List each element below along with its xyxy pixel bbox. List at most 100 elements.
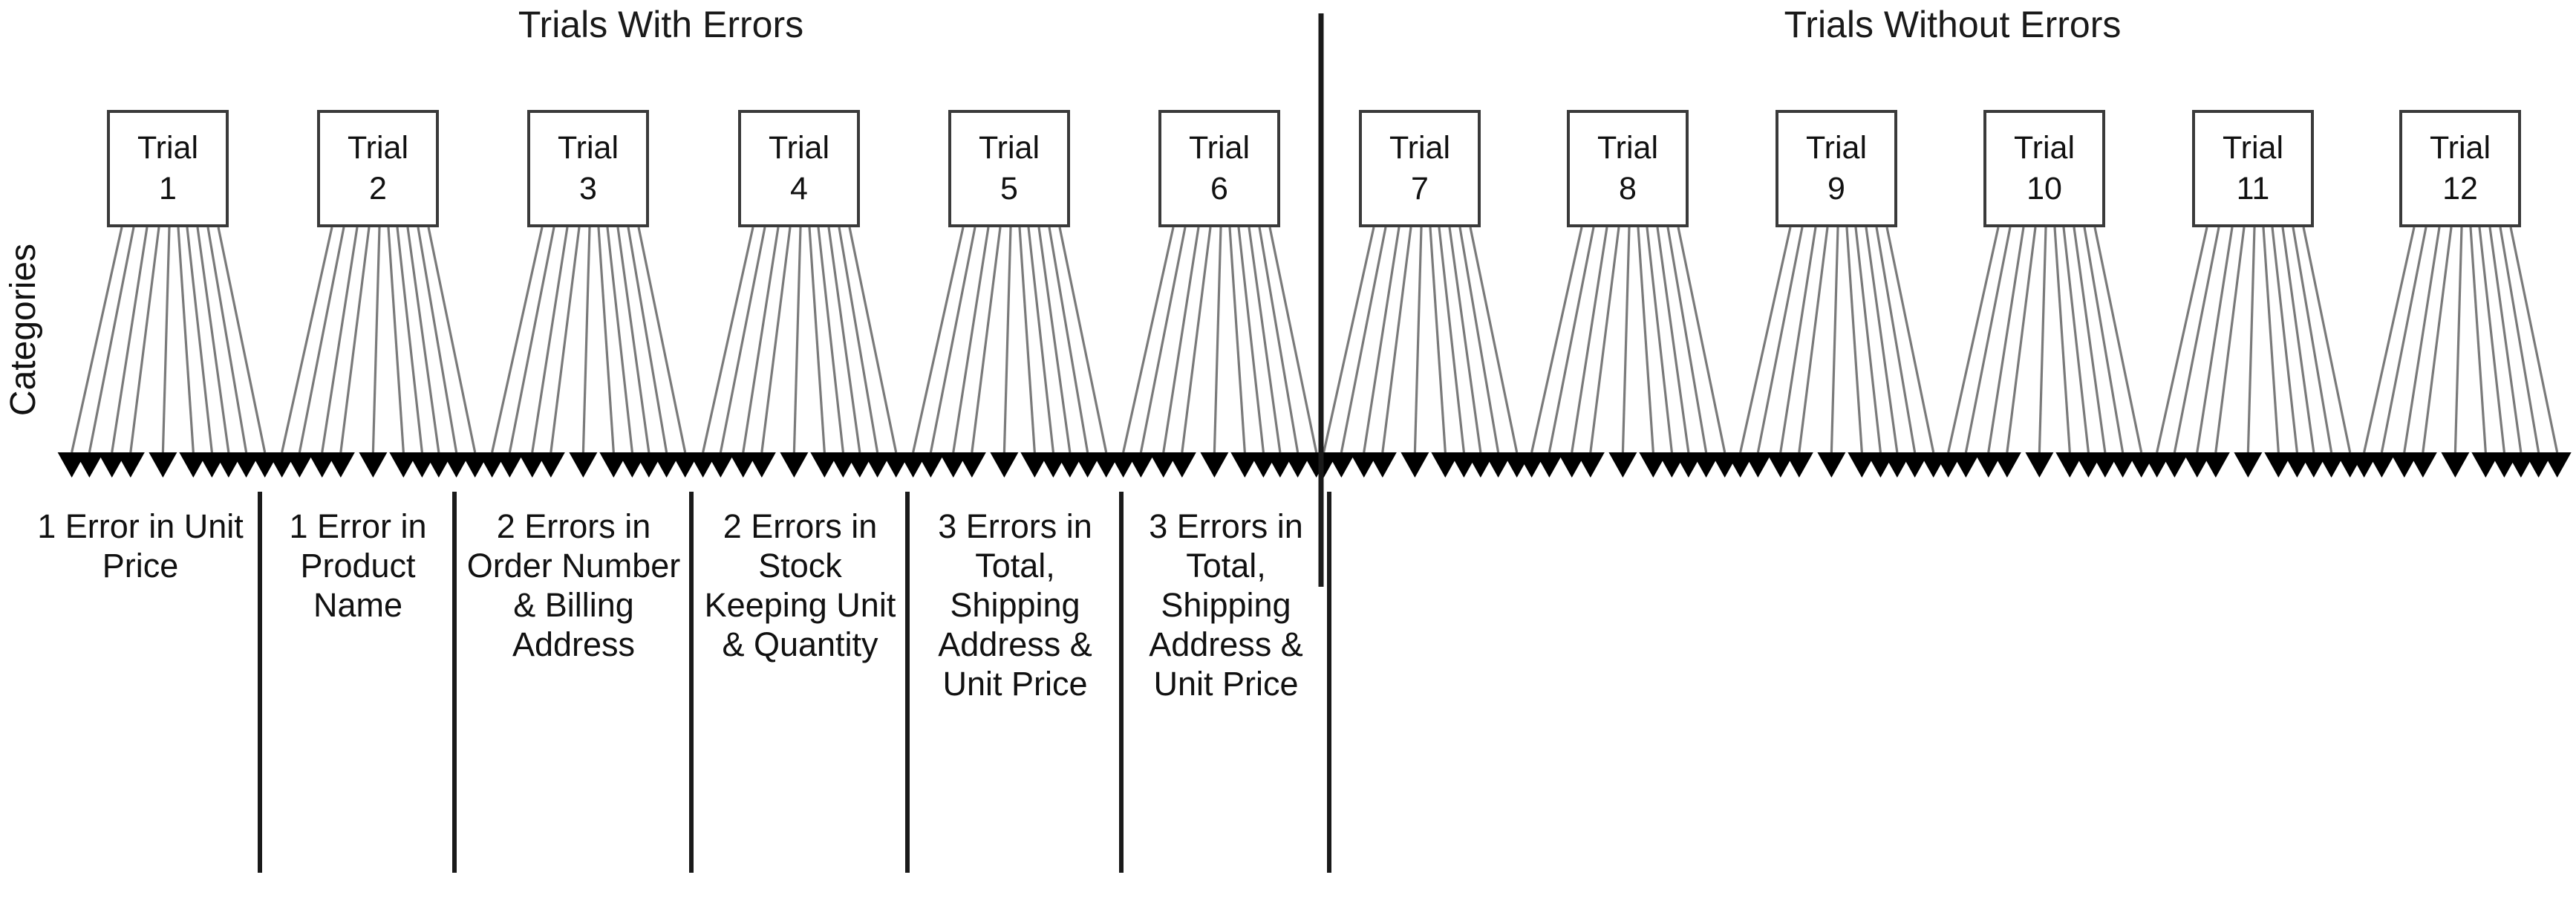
trial-box-number: 9 xyxy=(1827,171,1845,206)
arrowhead-icon xyxy=(652,452,681,478)
arrowhead-icon xyxy=(1149,452,1178,478)
arrowhead-icon xyxy=(179,452,208,478)
connector-line xyxy=(1048,227,1089,453)
trial-box-word: Trial xyxy=(557,129,619,166)
connector-line xyxy=(1548,227,1595,453)
connector-line xyxy=(2469,227,2487,453)
connector-line xyxy=(817,227,844,453)
arrowhead-icon xyxy=(1431,452,1460,478)
connector-line xyxy=(2302,227,2352,453)
connector-line xyxy=(1739,227,1792,453)
arrowhead-icon xyxy=(495,452,524,478)
connector-line xyxy=(2083,227,2125,453)
connector-line xyxy=(406,227,440,453)
connector-line xyxy=(2246,227,2256,453)
arrowhead-icon xyxy=(1951,452,1980,478)
arrowhead-icon xyxy=(75,452,104,478)
connector-line xyxy=(2196,227,2234,453)
connector-line xyxy=(1756,227,1804,453)
connector-line xyxy=(2488,227,2523,453)
trial-box-number: 5 xyxy=(1000,171,1018,206)
trial-box-number: 2 xyxy=(369,171,387,206)
arrowhead-icon xyxy=(1992,452,2021,478)
category-label-trial-5: 3 Errors in Total, Shipping Address & Un… xyxy=(938,507,1092,703)
connector-line xyxy=(2271,227,2298,453)
connector-line xyxy=(1947,227,2000,453)
trial-box-word: Trial xyxy=(978,129,1040,166)
arrowhead-icon xyxy=(536,452,565,478)
connector-line xyxy=(1429,227,1447,453)
connector-line xyxy=(2006,227,2037,453)
connector-line xyxy=(616,227,650,453)
connector-line xyxy=(1139,227,1187,453)
arrowhead-icon xyxy=(2367,452,2396,478)
arrowhead-icon xyxy=(1517,452,1546,478)
connector-line xyxy=(952,227,990,453)
arrowhead-icon xyxy=(116,452,145,478)
connector-line xyxy=(742,227,780,453)
connector-line xyxy=(2453,227,2463,453)
connector-lines xyxy=(71,227,2559,453)
connector-line xyxy=(196,227,230,453)
arrowhead-icon xyxy=(232,452,261,478)
trial-box-5[interactable]: Trial 5 xyxy=(948,110,1070,227)
connector-line xyxy=(1268,227,1318,453)
connector-line xyxy=(2093,227,2143,453)
arrowhead-icon xyxy=(2055,452,2084,478)
connector-line xyxy=(427,227,477,453)
arrowhead-icon xyxy=(1020,452,1049,478)
connector-line xyxy=(1677,227,1726,453)
connector-line xyxy=(1228,227,1246,453)
connector-line xyxy=(396,227,423,453)
connector-line xyxy=(827,227,861,453)
connector-line xyxy=(2173,227,2220,453)
arrowhead-icon xyxy=(1934,452,1963,478)
connector-line xyxy=(1637,227,1654,453)
arrowhead-icon xyxy=(2524,452,2553,478)
connector-line xyxy=(2038,227,2047,453)
divider-lines xyxy=(258,13,1331,873)
connector-line xyxy=(1438,227,1465,453)
arrowhead-icon xyxy=(2390,452,2419,478)
connector-line xyxy=(2478,227,2505,453)
arrowhead-icon xyxy=(1230,452,1259,478)
arrowhead-icon xyxy=(1817,452,1846,478)
arrowhead-icon xyxy=(2090,452,2119,478)
arrowhead-icon xyxy=(634,452,663,478)
trial-box-word: Trial xyxy=(347,129,408,166)
arrowhead-icon xyxy=(1557,452,1586,478)
trial-box-2[interactable]: Trial 2 xyxy=(317,110,439,227)
connector-line xyxy=(2422,227,2453,453)
trial-box-word: Trial xyxy=(768,129,829,166)
connector-line xyxy=(1122,227,1175,453)
arrowhead-icon xyxy=(1484,452,1513,478)
arrowhead-icon xyxy=(599,452,628,478)
arrowhead-icon xyxy=(2543,452,2572,478)
connector-line xyxy=(2053,227,2071,453)
connector-line xyxy=(217,227,267,453)
trial-box-word: Trial xyxy=(1597,129,1658,166)
connector-line xyxy=(1458,227,1500,453)
connector-line xyxy=(371,227,381,453)
connector-line xyxy=(186,227,213,453)
arrowhead-icon xyxy=(2408,452,2437,478)
trial-box-word: Trial xyxy=(1188,129,1250,166)
arrowhead-icon xyxy=(1309,452,1338,478)
connector-line xyxy=(637,227,687,453)
connector-line xyxy=(1248,227,1282,453)
arrowhead-icon xyxy=(2506,452,2535,478)
connector-line xyxy=(702,227,754,453)
arrowhead-icon xyxy=(1784,452,1813,478)
connector-line xyxy=(1779,227,1817,453)
